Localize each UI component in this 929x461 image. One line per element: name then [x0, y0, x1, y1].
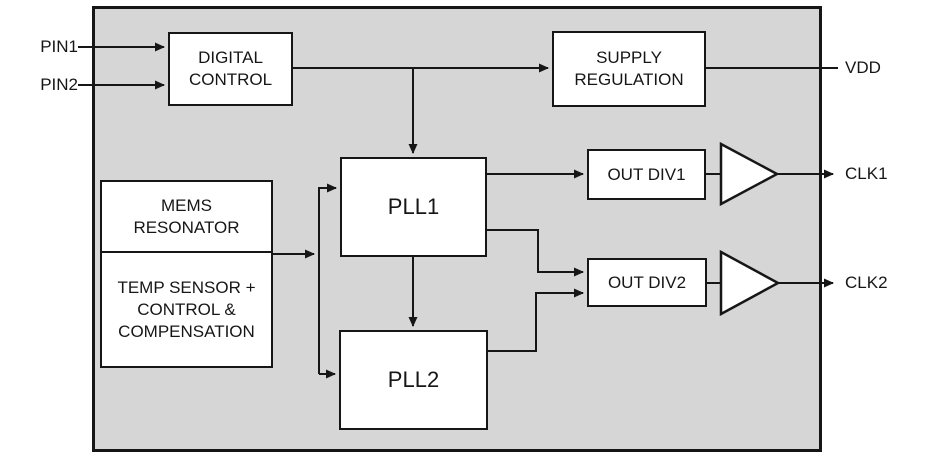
- block-digital-control-label: DIGITAL CONTROL: [188, 48, 273, 89]
- block-pll1: PLL1: [340, 157, 487, 257]
- block-pll2-label: PLL2: [387, 367, 440, 392]
- block-pll1-label: PLL1: [387, 194, 440, 219]
- block-digital-control: DIGITAL CONTROL: [168, 32, 293, 106]
- block-supply-regulation: SUPPLY REGULATION: [552, 31, 706, 107]
- wire-pll1-to-out-div2: [487, 229, 584, 277]
- block-temp-sensor: TEMP SENSOR + CONTROL & COMPENSATION: [102, 253, 271, 366]
- block-out-div1-label: OUT DIV1: [607, 164, 686, 184]
- pin-label-pin1: PIN1: [40, 37, 78, 56]
- pin-label-clk2: CLK2: [845, 273, 888, 292]
- pin-label-clk1: CLK1: [845, 164, 888, 183]
- output-buffer2-icon: [719, 249, 781, 317]
- output-buffer1-icon: [719, 141, 780, 207]
- block-out-div2-label: OUT DIV2: [607, 272, 687, 292]
- pin-label-pin2: PIN2: [40, 75, 78, 94]
- block-mems-resonator: MEMS RESONATOR: [102, 182, 271, 253]
- pin-label-vdd: VDD: [845, 58, 881, 77]
- block-mems-resonator-label: MEMS RESONATOR: [133, 195, 240, 237]
- wire-pll2-to-out-div2: [488, 288, 584, 352]
- block-supply-regulation-label: SUPPLY REGULATION: [574, 48, 684, 89]
- wire-trunk-to-pll1: [318, 183, 337, 374]
- block-mems-stack: MEMS RESONATOR TEMP SENSOR + CONTROL & C…: [100, 180, 273, 368]
- block-out-div1: OUT DIV1: [587, 149, 706, 200]
- block-out-div2: OUT DIV2: [587, 258, 707, 307]
- block-pll2: PLL2: [339, 330, 488, 430]
- block-temp-sensor-label: TEMP SENSOR + CONTROL & COMPENSATION: [117, 277, 256, 341]
